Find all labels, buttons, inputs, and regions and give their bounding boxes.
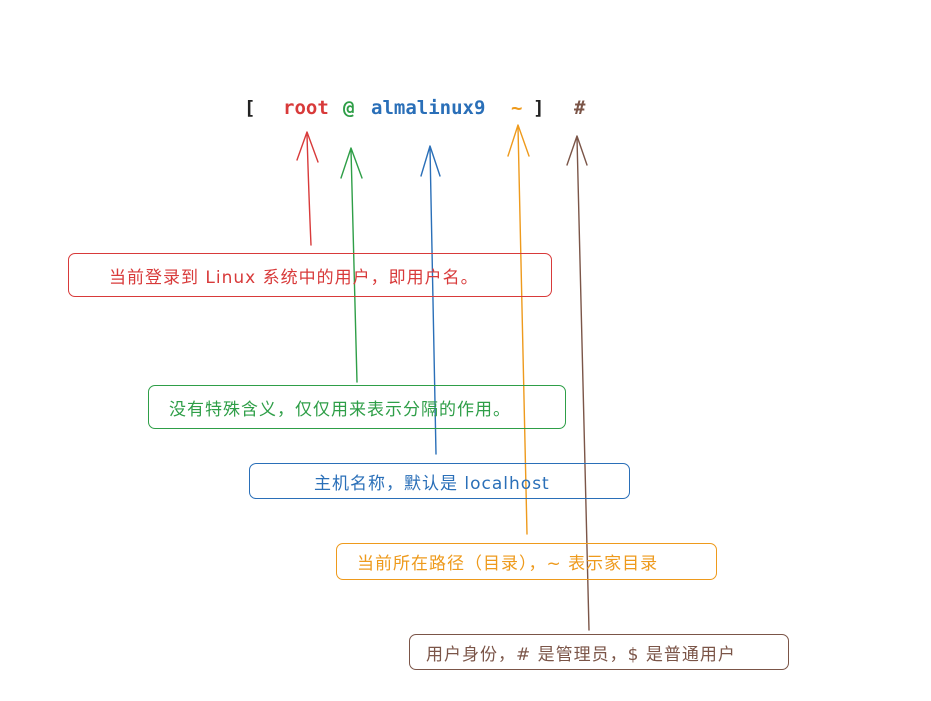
annotation-symbol: 用户身份，# 是管理员，$ 是普通用户 <box>409 634 789 670</box>
annotation-user-text: 当前登录到 Linux 系统中的用户，即用户名。 <box>109 267 479 288</box>
annotation-path: 当前所在路径（目录），~ 表示家目录 <box>336 543 717 580</box>
annotation-at-text: 没有特殊含义，仅仅用来表示分隔的作用。 <box>169 399 511 420</box>
annotation-path-text: 当前所在路径（目录），~ 表示家目录 <box>357 554 659 574</box>
annotation-host-text: 主机名称，默认是 localhost <box>314 473 550 494</box>
annotation-symbol-text: 用户身份，# 是管理员，$ 是普通用户 <box>426 644 736 665</box>
annotation-at: 没有特殊含义，仅仅用来表示分隔的作用。 <box>148 385 566 429</box>
arrow-user <box>296 131 319 246</box>
prompt-open-bracket: [ <box>244 97 256 119</box>
prompt-host: almalinux9 <box>371 97 486 119</box>
arrow-at <box>340 147 363 383</box>
prompt-close-bracket: ] <box>533 97 545 119</box>
shell-prompt: [ root @ almalinux9 ~ ] # <box>244 97 585 273</box>
arrow-symbol <box>566 135 590 631</box>
prompt-symbol: # <box>574 97 586 119</box>
arrow-path <box>507 124 530 535</box>
prompt-user: root <box>283 97 329 119</box>
arrow-host <box>420 145 441 455</box>
annotation-user: 当前登录到 Linux 系统中的用户，即用户名。 <box>68 253 552 297</box>
prompt-path: ~ <box>511 97 523 119</box>
prompt-at: @ <box>343 97 355 119</box>
annotation-host: 主机名称，默认是 localhost <box>249 463 630 499</box>
